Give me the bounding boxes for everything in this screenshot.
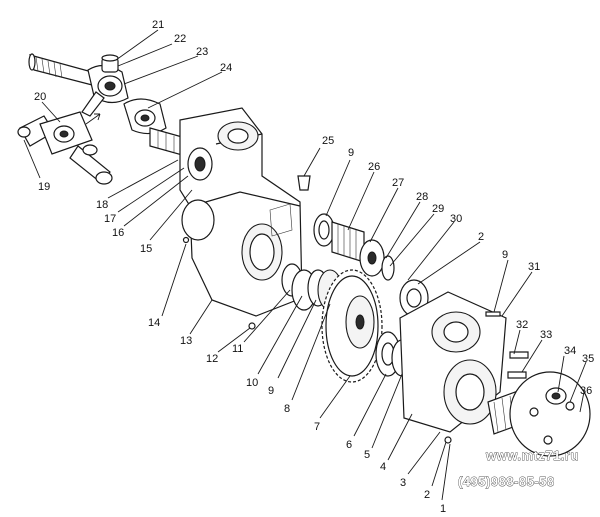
callout-10: 10 (246, 377, 258, 389)
callout-24: 24 (220, 62, 232, 74)
callout-15: 15 (140, 243, 152, 255)
callout-20: 20 (34, 91, 46, 103)
callout-9-right: 9 (502, 249, 508, 261)
callout-6: 6 (346, 439, 352, 451)
cover-plate (399, 291, 507, 444)
direction-arrow (85, 113, 101, 125)
callout-4: 4 (380, 461, 386, 473)
callout-9-lower: 9 (268, 385, 274, 397)
callout-18: 18 (96, 199, 108, 211)
callout-35: 35 (582, 353, 594, 365)
callout-2-lower: 2 (424, 489, 430, 501)
callout-25: 25 (322, 135, 334, 147)
callout-29: 29 (432, 203, 444, 215)
callout-27: 27 (392, 177, 404, 189)
splined-shaft (28, 53, 97, 87)
callout-31: 31 (528, 261, 540, 273)
splined-pinion-26 (331, 221, 365, 263)
yoke-half (123, 98, 167, 135)
callout-23: 23 (196, 46, 208, 58)
callout-34: 34 (564, 345, 576, 357)
callout-11: 11 (232, 343, 243, 355)
callout-9-upper: 9 (348, 147, 354, 159)
callout-1: 1 (440, 503, 446, 515)
callout-33: 33 (540, 329, 552, 341)
watermark-phone: (495)988-85-58 (458, 474, 555, 489)
large-gear (321, 269, 383, 383)
bearing-cap (101, 54, 119, 73)
callout-32: 32 (516, 319, 528, 331)
callout-13: 13 (180, 335, 192, 347)
watermark: www.mtz71.ru (495)988-85-58 (458, 448, 579, 490)
callout-12: 12 (206, 353, 218, 365)
callout-30: 30 (450, 213, 462, 225)
callout-7: 7 (314, 421, 320, 433)
main-housing (179, 107, 303, 330)
callout-16: 16 (112, 227, 124, 239)
leader-lines (23, 29, 587, 501)
callout-21: 21 (152, 19, 164, 31)
watermark-site: www.mtz71.ru (485, 448, 579, 463)
universal-joint (17, 111, 113, 185)
yoke (81, 64, 129, 117)
callout-17: 17 (104, 213, 116, 225)
callout-19: 19 (38, 181, 50, 193)
callout-14: 14 (148, 317, 160, 329)
bearing-9a (313, 213, 335, 247)
callout-8: 8 (284, 403, 290, 415)
breather-plug (297, 175, 311, 191)
gear-27 (359, 239, 385, 277)
callout-2-upper: 2 (478, 231, 484, 243)
callout-labels: 21 22 23 24 20 19 18 17 16 15 14 13 12 1… (34, 19, 594, 515)
callout-5: 5 (364, 449, 370, 461)
callout-22: 22 (174, 33, 186, 45)
spacer-28 (381, 255, 395, 281)
callout-3: 3 (400, 477, 406, 489)
callout-36: 36 (580, 385, 592, 397)
callout-26: 26 (368, 161, 380, 173)
output-flange (487, 371, 591, 457)
stud-bolts (485, 311, 529, 379)
callout-28: 28 (416, 191, 428, 203)
